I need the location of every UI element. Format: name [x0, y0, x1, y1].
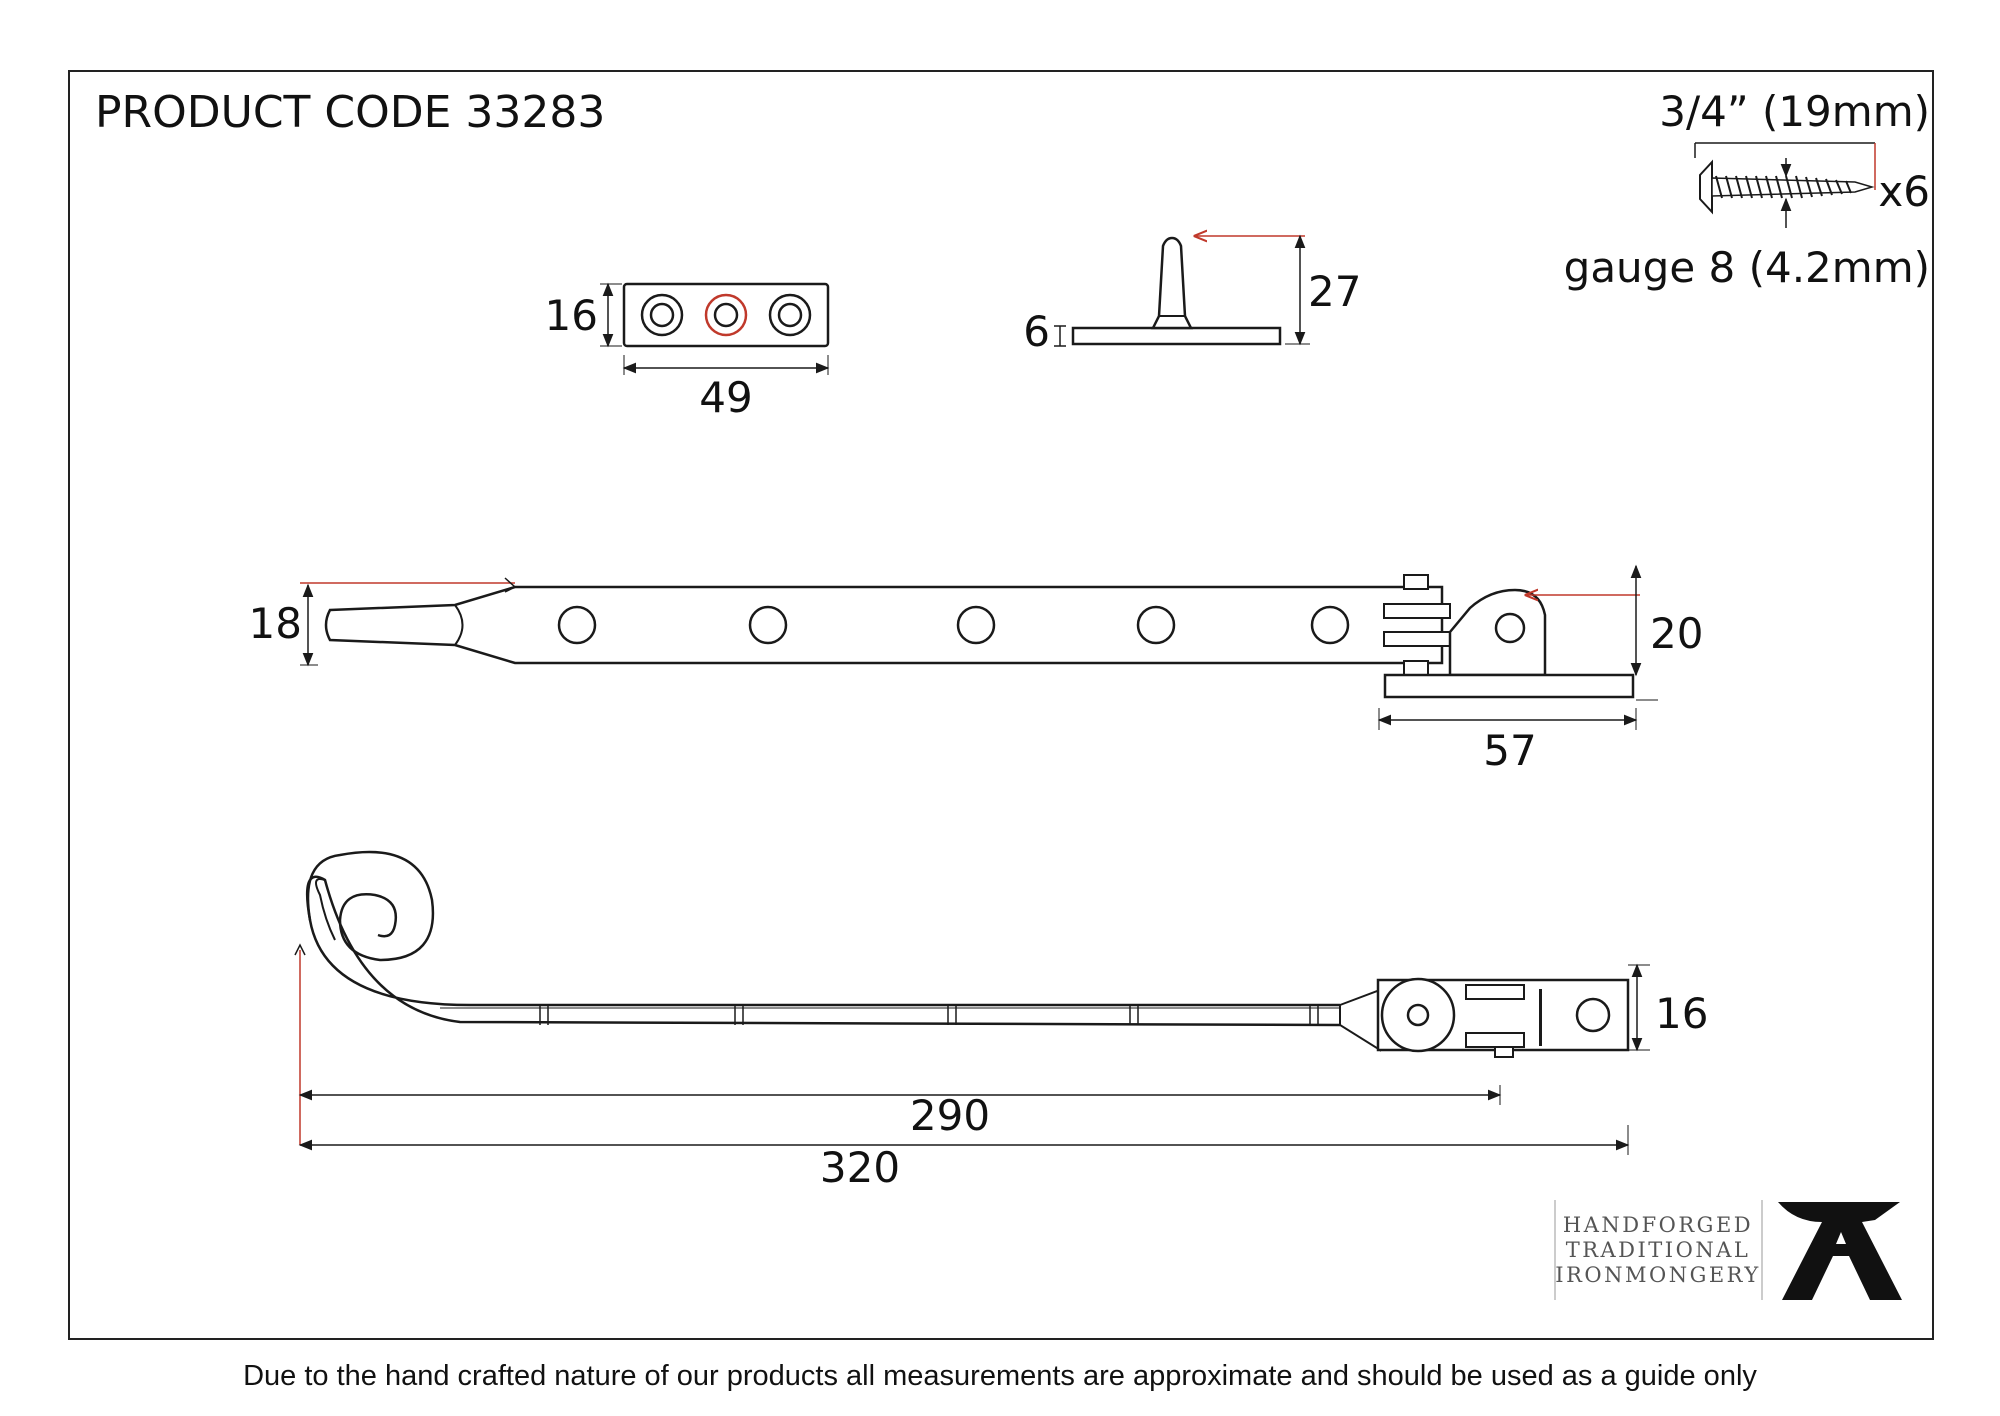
screw-detail: 3/4” (19mm) x6 gauge 8 (4.2mm) [1564, 87, 1930, 292]
brand-logo: HANDFORGED TRADITIONAL IRONMONGERY [1554, 1200, 1902, 1300]
screw-quantity-label: x6 [1878, 167, 1930, 216]
product-code-title: PRODUCT CODE 33283 [95, 87, 605, 138]
locating-pin-view: 27 6 [1023, 236, 1361, 356]
keeper-plate-view: 16 49 [545, 282, 830, 422]
plate-width-label: 49 [699, 373, 752, 422]
bracket-height-label: 20 [1650, 609, 1703, 658]
pin-base-label: 6 [1023, 307, 1050, 356]
disclaimer-footer: Due to the hand crafted nature of our pr… [243, 1360, 1757, 1392]
stay-top-view: 18 20 57 [249, 564, 1703, 775]
logo-line-3: IRONMONGERY [1555, 1263, 1760, 1287]
logo-line-2: TRADITIONAL [1566, 1238, 1751, 1262]
side-bracket-label: 16 [1655, 989, 1708, 1038]
drawing-sheet [68, 70, 1934, 1340]
screw-gauge-label: gauge 8 (4.2mm) [1564, 243, 1930, 292]
stay-tip-label: 18 [249, 599, 302, 648]
screw-length-label: 3/4” (19mm) [1659, 87, 1930, 136]
inner-length-label: 290 [910, 1091, 990, 1140]
logo-line-1: HANDFORGED [1563, 1213, 1753, 1237]
stay-side-view: 16 290 320 [294, 850, 1708, 1192]
bracket-width-label: 57 [1483, 726, 1536, 775]
screw-icon [1699, 159, 1875, 215]
overall-length-label: 320 [820, 1143, 900, 1192]
anvil-icon [1778, 1202, 1902, 1300]
plate-height-label: 16 [545, 291, 598, 340]
pin-height-label: 27 [1308, 267, 1361, 316]
